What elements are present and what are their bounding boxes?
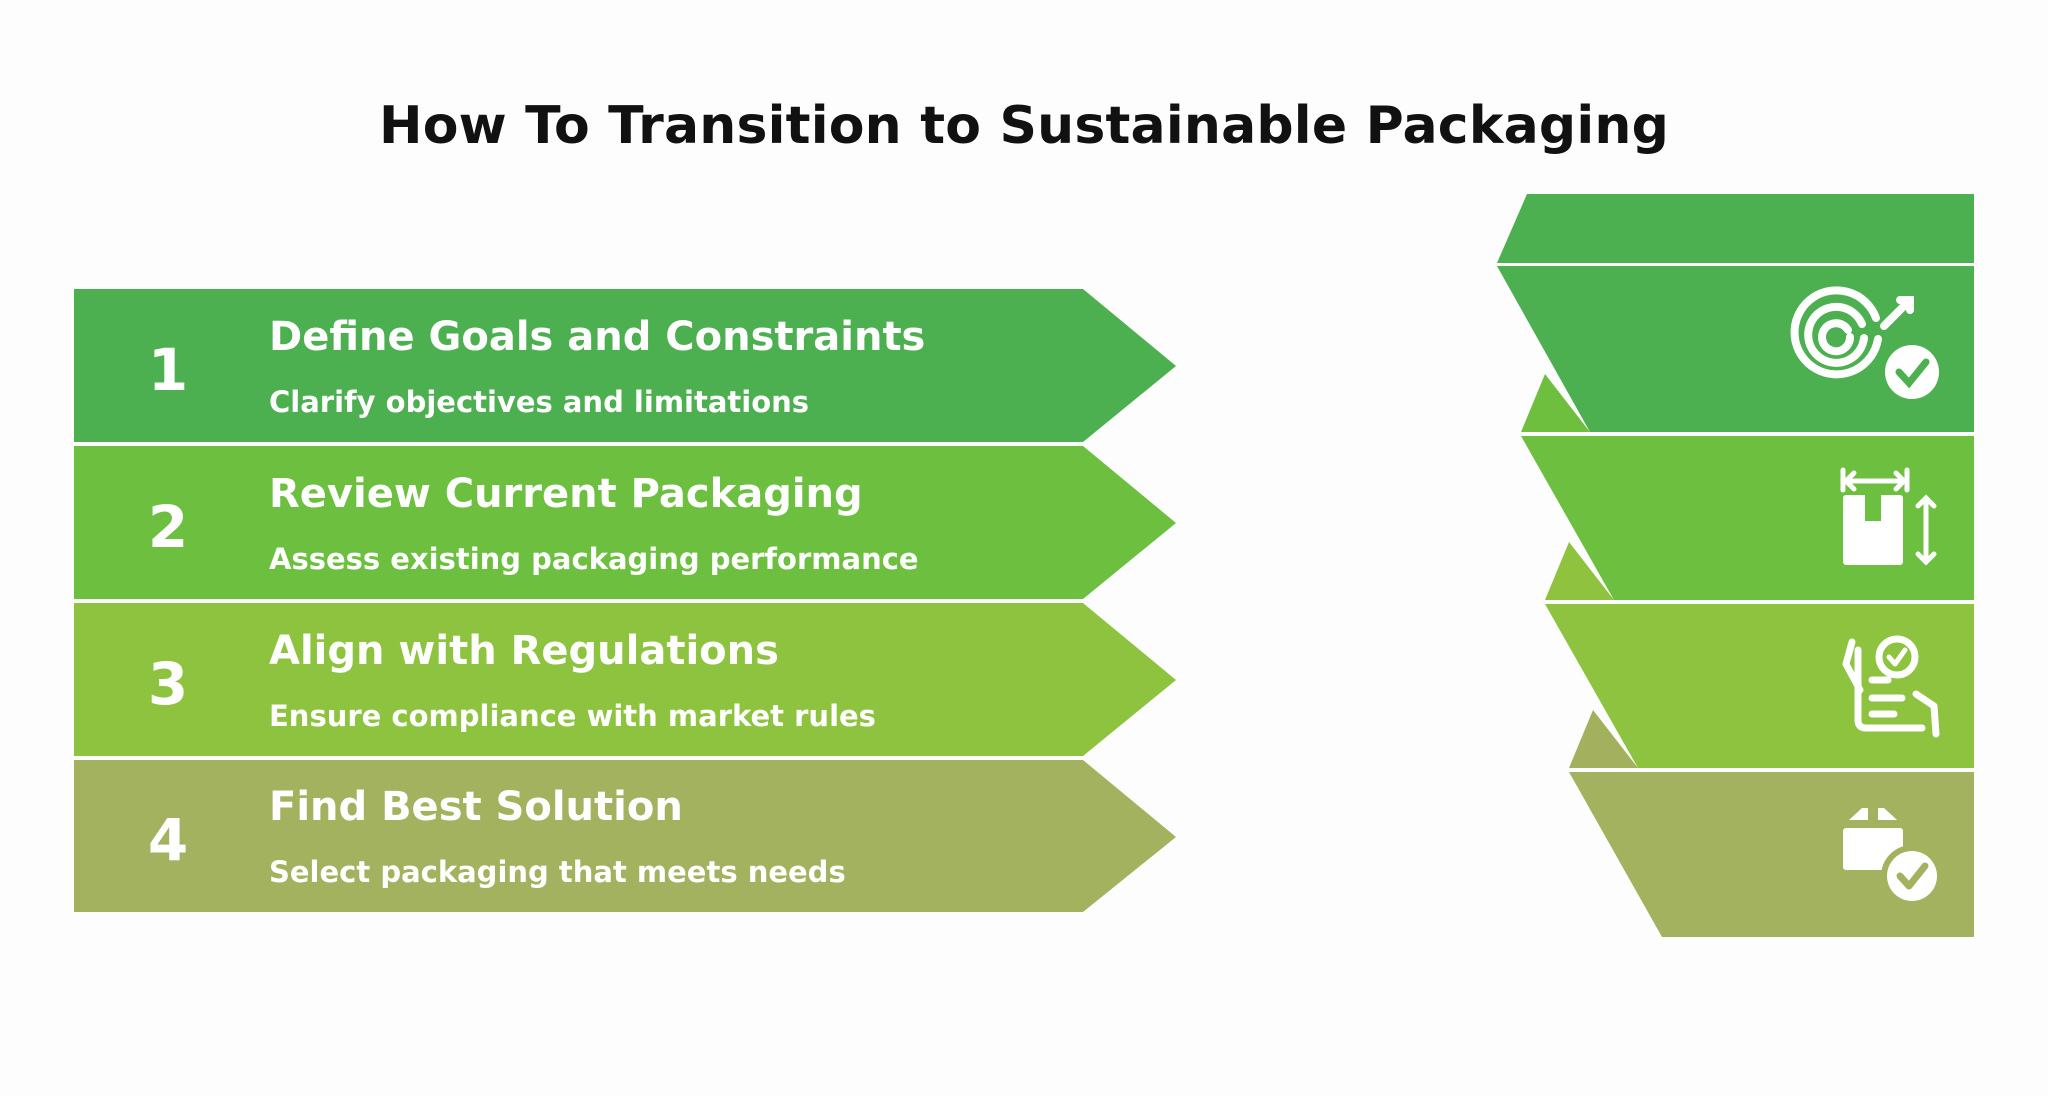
step-banner-3 — [74, 603, 1176, 756]
step-title-1: Define Goals and Constraints — [269, 314, 926, 360]
package-dimensions-icon — [1840, 467, 1937, 566]
step-description-4: Select packaging that meets needs — [269, 855, 846, 889]
ribbon-top-band — [1497, 194, 1974, 263]
step-description-2: Assess existing packaging performance — [269, 542, 919, 576]
step-number-3: 3 — [147, 650, 189, 718]
step-arrow-1 — [74, 289, 1176, 442]
compliance-checklist-icon — [1842, 635, 1940, 738]
page-title: How To Transition to Sustainable Packagi… — [379, 96, 1669, 156]
step-title-2: Review Current Packaging — [269, 471, 863, 517]
ribbon-segment-1 — [1497, 266, 1974, 432]
ribbon-fold-1 — [1521, 374, 1590, 432]
ribbon-fold-2 — [1545, 542, 1614, 600]
step-number-4: 4 — [147, 806, 189, 874]
step-number-2: 2 — [147, 493, 189, 561]
step-banner-2 — [74, 446, 1176, 599]
step-arrow-4 — [74, 760, 1176, 912]
ribbon-fold-3 — [1569, 710, 1638, 768]
step-arrow-3 — [74, 603, 1176, 756]
step-arrow-2 — [74, 446, 1176, 599]
step-number-1: 1 — [147, 336, 189, 404]
step-description-3: Ensure compliance with market rules — [269, 699, 876, 733]
step-description-1: Clarify objectives and limitations — [269, 385, 810, 419]
step-title-3: Align with Regulations — [269, 628, 779, 674]
step-title-4: Find Best Solution — [269, 784, 683, 830]
target-check-icon — [1790, 286, 1939, 399]
step-banner-4 — [74, 760, 1176, 912]
package-approved-icon — [1843, 808, 1943, 907]
step-banner-1 — [74, 289, 1176, 442]
